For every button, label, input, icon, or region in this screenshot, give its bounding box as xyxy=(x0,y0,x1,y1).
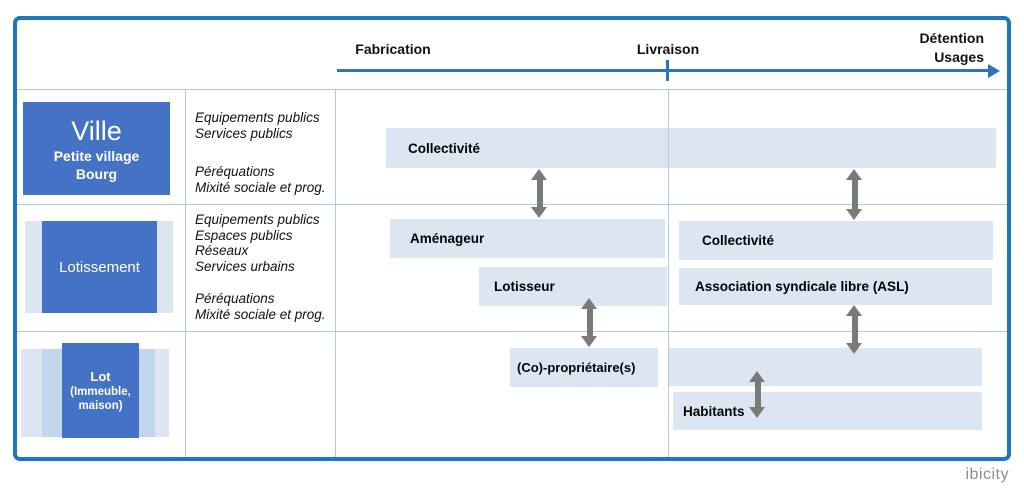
scale-subtitle: Petite village xyxy=(53,147,140,164)
themes-ville-top: Equipements publics Services publics xyxy=(195,110,320,141)
band-label: Association syndicale libre (ASL) xyxy=(695,279,909,294)
theme-line: Mixité sociale et prog. xyxy=(195,306,326,322)
theme-line: Péréquations xyxy=(195,164,275,179)
theme-line: Services urbains xyxy=(195,258,295,274)
themes-lotissement-bottom: Péréquations Mixité sociale et prog. xyxy=(195,291,326,322)
band-habitants: Habitants xyxy=(673,392,982,430)
theme-line: Espaces publics xyxy=(195,227,293,243)
band-label: Lotisseur xyxy=(494,279,555,294)
themes-ville-bottom: Péréquations Mixité sociale et prog. xyxy=(195,164,326,195)
phase-label-detention: Détention xyxy=(919,30,984,46)
phase-label-usages: Usages xyxy=(934,49,984,65)
band-label: Aménageur xyxy=(410,231,485,246)
scale-title: Lot xyxy=(90,368,111,384)
theme-line: Mixité sociale et prog. xyxy=(195,179,326,195)
scale-title: Ville xyxy=(71,115,122,146)
themes-lotissement-top: Equipements publics Espaces publics Rése… xyxy=(195,212,320,274)
scale-title: Lotissement xyxy=(59,258,140,276)
band-lotisseur: Lotisseur xyxy=(479,267,667,306)
double-arrow-collectivite-collectivite-icon xyxy=(846,169,863,220)
column-divider-livraison xyxy=(668,89,669,457)
band-coproprietaires: (Co)-propriétaire(s) xyxy=(510,348,658,387)
timeline-line xyxy=(337,69,990,72)
phase-label-fabrication: Fabrication xyxy=(355,41,431,57)
double-arrow-collectivite-amenageur-icon xyxy=(531,169,548,218)
timeline-livraison-tick xyxy=(666,60,669,81)
phase-label-detention-usages: Détention Usages xyxy=(834,29,984,67)
band-label: (Co)-propriétaire(s) xyxy=(517,360,636,375)
brand-logo-text: ibicity xyxy=(965,466,1009,483)
scale-box-ville: Ville Petite village Bourg xyxy=(23,102,170,195)
scale-subtitle: maison) xyxy=(78,399,123,412)
row-divider-header xyxy=(17,89,1007,90)
double-arrow-lotisseur-coproprietaires-icon xyxy=(581,298,598,347)
theme-line: Péréquations xyxy=(195,291,275,306)
double-arrow-asl-lot-icon xyxy=(846,305,863,354)
theme-line: Réseaux xyxy=(195,243,249,258)
band-collectivite-lotissement: Collectivité xyxy=(679,221,993,260)
timeline-arrowhead-icon xyxy=(988,64,1000,78)
band-asl: Association syndicale libre (ASL) xyxy=(679,268,992,305)
row-divider-lotissement-lot xyxy=(17,331,1007,332)
band-label: Collectivité xyxy=(408,140,481,156)
column-divider-scale xyxy=(185,89,186,457)
band-label: Habitants xyxy=(683,403,745,419)
scale-subtitle: (Immeuble, xyxy=(70,385,131,398)
band-label: Collectivité xyxy=(702,233,775,248)
scale-subtitle: Bourg xyxy=(75,165,118,182)
scale-box-lot: Lot (Immeuble, maison) xyxy=(62,343,139,438)
band-collectivite-ville: Collectivité xyxy=(386,128,996,168)
band-amenageur: Aménageur xyxy=(390,219,665,258)
double-arrow-habitants-icon xyxy=(749,371,766,418)
theme-line: Services publics xyxy=(195,125,293,141)
theme-line: Equipements publics xyxy=(195,212,320,227)
phase-label-livraison: Livraison xyxy=(636,41,700,57)
column-divider-themes xyxy=(335,89,336,457)
scale-box-lotissement: Lotissement xyxy=(42,221,157,313)
row-divider-ville-lotissement xyxy=(17,204,1007,205)
theme-line: Equipements publics xyxy=(195,110,320,125)
band-lot-right-empty xyxy=(668,348,982,386)
